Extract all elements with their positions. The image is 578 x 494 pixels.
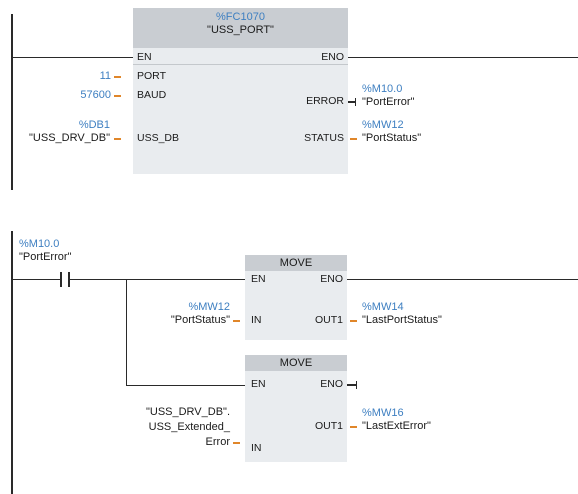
contact-name[interactable]: "PortError"	[19, 251, 72, 263]
move1-out-name[interactable]: "LastPortStatus"	[362, 314, 442, 326]
uss-port-ussdb-pin: USS_DB	[137, 132, 180, 144]
error-output-coil-mark	[355, 98, 356, 106]
move1-eno-pin: ENO	[320, 273, 343, 285]
move1-out1-pin: OUT1	[314, 314, 343, 326]
uss-port-address: %FC1070	[216, 11, 265, 23]
move1-out-tick	[350, 320, 357, 322]
uss-port-separator	[133, 64, 348, 65]
uss-port-block-header[interactable]	[133, 8, 348, 48]
move2-out1-pin: OUT1	[314, 420, 343, 432]
port-input-tick	[114, 76, 121, 78]
move1-in-pin: IN	[251, 314, 262, 326]
move2-eno-wire	[347, 384, 356, 386]
move1-out-address[interactable]: %MW14	[362, 301, 404, 313]
contact-right-plate[interactable]	[68, 272, 70, 287]
error-output-name[interactable]: "PortError"	[362, 96, 415, 108]
move2-in-line-1[interactable]: "USS_DRV_DB".	[145, 406, 230, 418]
move2-en-pin: EN	[251, 378, 266, 390]
baud-input-tick	[114, 95, 121, 97]
move1-title: MOVE	[279, 257, 313, 269]
move2-out-name[interactable]: "LastExtError"	[362, 420, 431, 432]
move2-eno-end-mark	[356, 381, 357, 389]
move2-title: MOVE	[279, 357, 313, 369]
db-input-tick	[114, 138, 121, 140]
move1-eno-wire	[347, 279, 578, 280]
move1-block-header[interactable]	[245, 255, 347, 271]
move2-in-line-3[interactable]: Error	[205, 436, 230, 448]
rung-wire-to-contact	[12, 279, 60, 280]
db-input-name[interactable]: "USS_DRV_DB"	[29, 132, 110, 144]
move2-block-body[interactable]	[245, 371, 347, 462]
contact-address[interactable]: %M10.0	[19, 238, 60, 250]
left-power-rail-network-1	[11, 14, 13, 190]
move2-in-pin: IN	[251, 442, 262, 454]
uss-port-baud-pin: BAUD	[137, 89, 167, 101]
status-output-name[interactable]: "PortStatus"	[362, 132, 422, 144]
baud-input-value[interactable]: 57600	[80, 89, 111, 101]
move1-in-tick	[233, 320, 240, 322]
uss-port-name: "USS_PORT"	[207, 24, 274, 36]
rung-wire-after-contact	[70, 279, 245, 280]
branch-vertical-wire	[126, 279, 127, 385]
move1-block-body[interactable]	[245, 271, 347, 340]
db-input-address[interactable]: %DB1	[78, 119, 110, 131]
port-input-value[interactable]: 11	[99, 70, 111, 82]
uss-port-block-body[interactable]	[133, 48, 348, 174]
move2-eno-pin: ENO	[320, 378, 343, 390]
branch-wire-to-move2	[126, 385, 245, 386]
move1-in-address[interactable]: %MW12	[188, 301, 230, 313]
status-output-tick	[350, 138, 357, 140]
uss-port-error-pin: ERROR	[306, 95, 344, 107]
left-power-rail-network-2	[11, 231, 13, 494]
uss-port-en-pin: EN	[137, 51, 152, 63]
move2-in-line-2[interactable]: USS_Extended_	[148, 421, 230, 433]
uss-port-eno-pin: ENO	[321, 51, 344, 63]
rung-wire-eno-network-1	[348, 57, 578, 58]
move2-out-address[interactable]: %MW16	[362, 407, 404, 419]
error-output-address[interactable]: %M10.0	[362, 83, 403, 95]
status-output-address[interactable]: %MW12	[362, 119, 404, 131]
move2-block-header[interactable]	[245, 355, 347, 371]
move1-in-name[interactable]: "PortStatus"	[170, 314, 230, 326]
rung-wire-en-network-1	[12, 57, 133, 58]
uss-port-port-pin: PORT	[137, 70, 166, 82]
contact-left-plate[interactable]	[60, 272, 62, 287]
move2-out-tick	[350, 426, 357, 428]
move2-in-tick	[233, 442, 240, 444]
uss-port-status-pin: STATUS	[304, 132, 344, 144]
move1-en-pin: EN	[251, 273, 266, 285]
error-output-wire	[348, 101, 355, 103]
